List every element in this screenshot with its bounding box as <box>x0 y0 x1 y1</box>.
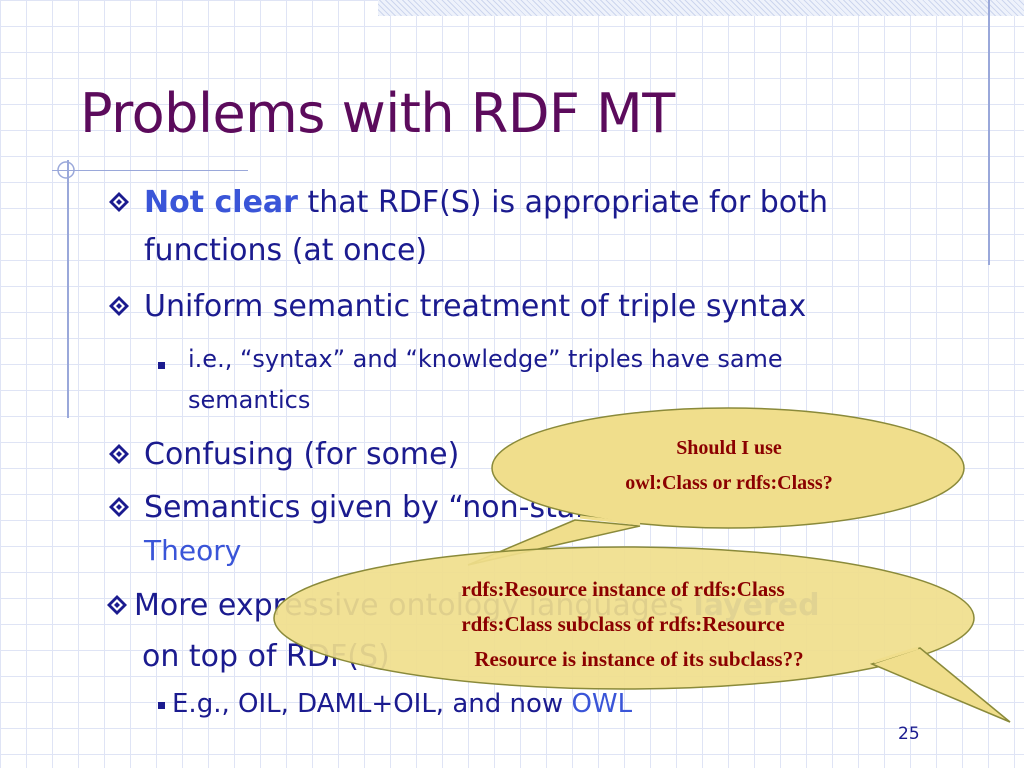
diamond-bullet-icon <box>107 595 127 615</box>
callout-line: rdfs:Resource instance of rdfs:Class <box>461 577 785 601</box>
crosshair-icon <box>57 161 75 179</box>
square-bullet-icon <box>158 702 165 709</box>
top-decorative-bar <box>378 0 1024 16</box>
diamond-bullet-icon <box>109 192 129 212</box>
bullet-text: that RDF(S) is appropriate for both <box>297 185 828 220</box>
owl-link[interactable]: OWL <box>571 689 633 719</box>
callout-line: rdfs:Class subclass of rdfs:Resource <box>461 612 785 636</box>
title-underline-rule <box>52 170 248 171</box>
diamond-bullet-icon <box>109 497 129 517</box>
diamond-bullet-icon <box>109 296 129 316</box>
callout-line: Should I use <box>676 437 782 459</box>
right-vertical-rule <box>988 0 990 265</box>
square-bullet-icon <box>158 362 165 369</box>
sub-bullet-text: E.g., OIL, DAML+OIL, and now <box>172 689 572 719</box>
callout-line: Resource is instance of its subclass?? <box>474 647 804 671</box>
diamond-bullet-icon <box>109 444 129 464</box>
slide-title: Problems with RDF MT <box>80 82 675 145</box>
bullet-text: Uniform semantic treatment of triple syn… <box>144 289 807 324</box>
bullet-continuation: functions (at once) <box>144 233 428 268</box>
page-number: 25 <box>898 724 920 744</box>
sub-bullet-syntax-knowledge: i.e., “syntax” and “knowledge” triples h… <box>188 345 783 373</box>
sub-bullet-oil-owl: E.g., OIL, DAML+OIL, and now OWL <box>172 688 632 720</box>
sub-bullet-continuation: semantics <box>188 386 311 414</box>
bullet-continuation: Theory <box>144 534 242 567</box>
emphasis-not-clear: Not clear <box>144 185 298 220</box>
bullet-text: Confusing (for some) <box>144 437 460 472</box>
left-vertical-rule <box>67 160 69 418</box>
callout-line: owl:Class or rdfs:Class? <box>625 472 833 494</box>
